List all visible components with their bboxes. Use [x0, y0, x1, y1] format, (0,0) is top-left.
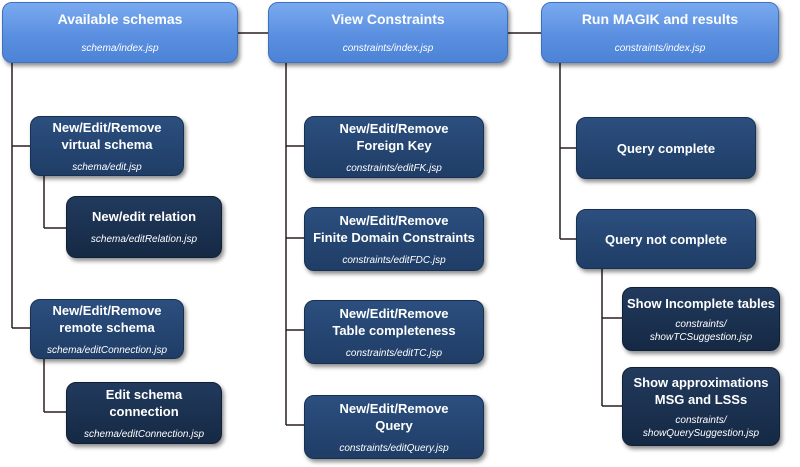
header-title: Run MAGIK and results [581, 10, 739, 27]
node-title: New/Edit/Remove virtual schema [52, 119, 162, 152]
node-virtual-schema: New/Edit/Remove virtual schema schema/ed… [30, 116, 184, 176]
node-query-complete: Query complete [576, 117, 756, 179]
node-title: Query complete [616, 140, 716, 156]
header-path: schema/index.jsp [81, 42, 159, 54]
node-path: constraints/ showTCSuggestion.jsp [649, 318, 753, 343]
header-title: View Constraints [331, 10, 445, 27]
header-title: Available schemas [57, 10, 183, 27]
node-query-not-complete: Query not complete [576, 209, 756, 269]
node-path: constraints/editTC.jsp [345, 347, 443, 359]
node-title: New/edit relation [91, 209, 197, 224]
node-title: New/Edit/Remove Query [339, 400, 449, 433]
node-path: constraints/editFDC.jsp [342, 254, 446, 266]
node-path: constraints/editFK.jsp [346, 162, 442, 174]
node-path: schema/editConnection.jsp [83, 428, 205, 440]
header-path: constraints/index.jsp [342, 42, 434, 54]
node-title: Show Incomplete tables [626, 295, 776, 311]
node-show-incomplete-tables: Show Incomplete tables constraints/ show… [622, 287, 780, 351]
node-query: New/Edit/Remove Query constraints/editQu… [304, 395, 484, 459]
node-title: New/Edit/Remove Foreign Key [339, 120, 449, 153]
node-finite-domain-constraints: New/Edit/Remove Finite Domain Constraint… [304, 207, 484, 271]
node-title: Show approximations MSG and LSSs [633, 374, 769, 407]
header-available-schemas: Available schemas schema/index.jsp [2, 2, 238, 63]
node-title: New/Edit/Remove Table completeness [332, 305, 456, 338]
node-path: constraints/ showQuerySuggestion.jsp [642, 414, 760, 439]
node-path: constraints/editQuery.jsp [339, 442, 449, 454]
header-view-constraints: View Constraints constraints/index.jsp [268, 2, 508, 63]
header-path: constraints/index.jsp [614, 42, 706, 54]
node-remote-schema: New/Edit/Remove remote schema schema/edi… [30, 299, 184, 359]
node-foreign-key: New/Edit/Remove Foreign Key constraints/… [304, 116, 484, 178]
node-path: schema/editConnection.jsp [46, 344, 168, 356]
header-run-magik: Run MAGIK and results constraints/index.… [541, 2, 779, 63]
node-title: Edit schema connection [105, 386, 183, 419]
node-title: New/Edit/Remove remote schema [52, 302, 162, 335]
node-edit-schema-connection: Edit schema connection schema/editConnec… [66, 382, 222, 444]
node-title: New/Edit/Remove Finite Domain Constraint… [313, 212, 475, 245]
node-path: schema/editRelation.jsp [90, 234, 198, 245]
node-path: schema/edit.jsp [72, 161, 142, 173]
node-title: Query not complete [604, 231, 728, 247]
node-new-edit-relation: New/edit relation schema/editRelation.js… [66, 196, 222, 258]
node-table-completeness: New/Edit/Remove Table completeness const… [304, 300, 484, 364]
node-show-approximations: Show approximations MSG and LSSs constra… [622, 367, 780, 446]
